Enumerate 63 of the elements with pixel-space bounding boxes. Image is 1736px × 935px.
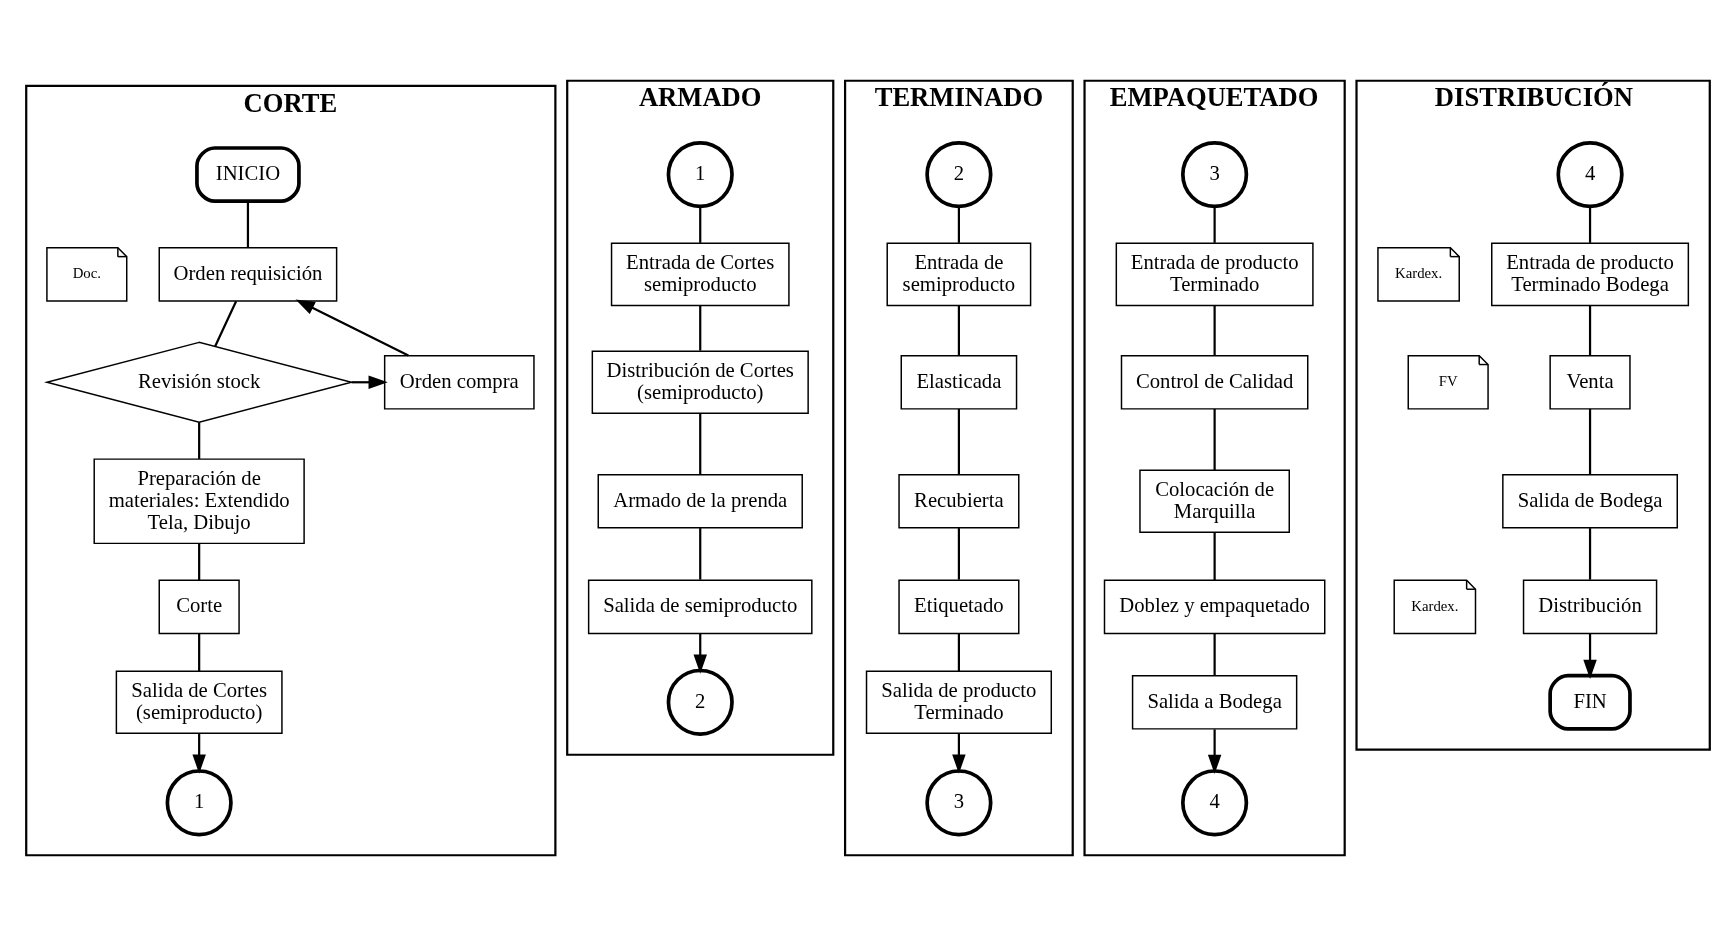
node-circle: 4 — [1181, 768, 1249, 836]
connector — [198, 543, 201, 580]
connector — [699, 305, 702, 351]
connector — [957, 633, 960, 671]
node-box: Doblez y empaquetado — [1103, 579, 1326, 634]
node-box: Elasticada — [900, 354, 1018, 410]
connector — [1213, 633, 1216, 676]
connector — [957, 305, 960, 356]
node-box: Distribución de Cortes (semiproducto) — [591, 350, 809, 414]
connector — [1213, 531, 1216, 580]
connector — [699, 206, 702, 243]
node-box: Venta — [1549, 354, 1631, 410]
node-box: Corte — [158, 579, 240, 634]
node-circle: 2 — [666, 668, 734, 736]
node-box: Salida de Cortes (semiproducto) — [115, 670, 283, 734]
connector — [1213, 305, 1216, 356]
connector — [1588, 408, 1592, 475]
node-circle: 2 — [925, 140, 993, 208]
connector — [957, 527, 960, 580]
node-circle: 1 — [666, 140, 734, 208]
connector — [957, 408, 960, 475]
node-box: Entrada de producto Terminado Bodega — [1491, 242, 1690, 306]
node-diamond: Revisión stock — [44, 341, 355, 423]
node-circle: 3 — [925, 768, 993, 836]
arrow — [693, 633, 707, 674]
connector — [1588, 527, 1592, 580]
connector — [214, 300, 238, 347]
arrow — [192, 733, 206, 774]
node-box: Salida de Bodega — [1502, 473, 1678, 529]
arrow — [952, 733, 966, 774]
node-box: Entrada de semiproducto — [886, 242, 1032, 306]
arrow — [1207, 728, 1222, 774]
connector — [1588, 206, 1592, 243]
connector — [699, 413, 702, 474]
connector — [198, 633, 201, 671]
arrow — [295, 299, 409, 356]
node-circle: 3 — [1181, 140, 1249, 208]
node-box: Etiquetado — [898, 579, 1020, 634]
connector — [198, 421, 201, 459]
connector — [1213, 206, 1216, 243]
node-box: Salida a Bodega — [1131, 674, 1298, 730]
node-circle: 1 — [165, 768, 233, 836]
node-box: Orden requisición — [158, 246, 338, 302]
arrow — [1583, 633, 1597, 679]
node-box: INICIO — [195, 145, 301, 203]
node-circle: 4 — [1556, 140, 1624, 208]
connector — [246, 201, 250, 247]
connector — [699, 527, 702, 580]
connector — [957, 206, 960, 243]
node-box: Armado de la prenda — [597, 473, 803, 529]
node-box: Salida de semiproducto — [587, 579, 813, 634]
node-box: Control de Calidad — [1120, 354, 1309, 410]
node-box: Distribución — [1522, 579, 1658, 634]
node-box: Colocación de Marquilla — [1139, 469, 1290, 533]
node-box: FIN — [1548, 673, 1632, 731]
node-box: Recubierta — [898, 473, 1020, 529]
node-box: Salida de producto Terminado — [865, 670, 1052, 734]
node-box: Entrada de Cortes semiproducto — [610, 242, 790, 306]
node-box: Entrada de producto Terminado — [1115, 242, 1314, 306]
node-box: Orden compra — [383, 354, 535, 410]
connector — [1588, 305, 1592, 356]
node-box: Preparación de materiales: Extendido Tela, Dibujo — [93, 457, 305, 544]
connector — [1213, 408, 1216, 470]
